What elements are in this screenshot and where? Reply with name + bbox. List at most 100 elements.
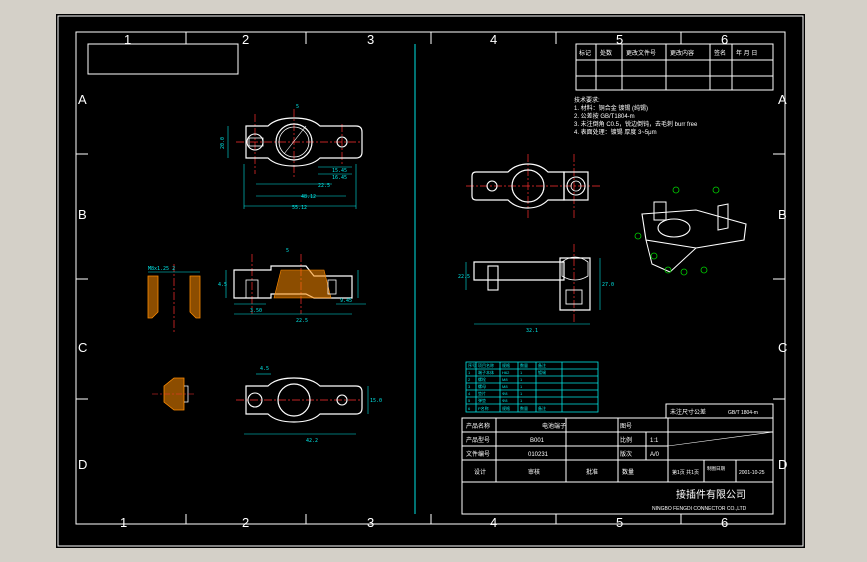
front-view[interactable]: 5 4.5 9.45 3.50 22.5 xyxy=(218,248,366,324)
row-label-d-left: D xyxy=(78,457,87,472)
row-label-c-right: C xyxy=(778,340,787,355)
product-code-value: B001 xyxy=(530,438,545,444)
date-value: 2001-10-25 xyxy=(739,470,765,476)
row-label-c-left: C xyxy=(78,340,87,355)
svg-text:数量: 数量 xyxy=(520,362,528,368)
top-view[interactable]: 20.0 5 15.45 16.45 22.5 48.12 55.12 xyxy=(220,104,363,211)
part-balloons xyxy=(634,186,720,276)
svg-text:备注: 备注 xyxy=(538,405,546,411)
svg-text:Φ8: Φ8 xyxy=(502,398,508,403)
svg-text:螺母: 螺母 xyxy=(478,383,486,389)
scale-label: 比例 xyxy=(620,436,632,444)
dim-top-4812: 48.12 xyxy=(301,194,316,200)
svg-text:Φ8: Φ8 xyxy=(502,391,508,396)
dim-top-20: 20.0 xyxy=(220,137,226,149)
drawing-no-label: 图号 xyxy=(620,423,632,430)
revision-header-date: 年 月 日 xyxy=(736,49,757,57)
dim-top-1545: 15.45 xyxy=(332,168,347,174)
dim-front-5: 5 xyxy=(286,248,289,254)
isometric-view[interactable] xyxy=(634,186,747,276)
svg-text:1: 1 xyxy=(520,370,523,375)
svg-text:项目名称: 项目名称 xyxy=(478,362,494,368)
dim-front-45: 4.5 xyxy=(218,282,227,288)
approve-label: 批准 xyxy=(586,468,598,476)
svg-text:1: 1 xyxy=(520,398,523,403)
svg-text:螺栓: 螺栓 xyxy=(478,376,486,382)
col-label-5-top: 5 xyxy=(616,32,623,47)
company-name-en: NINGBO FENGDI CONNECTOR CO.,LTD xyxy=(652,506,747,512)
dim-iso-321: 32.1 xyxy=(526,328,538,334)
svg-text:1: 1 xyxy=(468,370,471,375)
sheet-label: 第1页 共1页 xyxy=(672,469,699,476)
col-label-3-bottom: 3 xyxy=(367,515,374,530)
col-label-2-bottom: 2 xyxy=(242,515,249,530)
note-line-1: 1. 材料：铜合金 镀锡 (纯锡) xyxy=(574,104,648,112)
inner-border xyxy=(75,31,786,525)
col-label-4-bottom: 4 xyxy=(490,515,497,530)
product-name-label: 产品名称 xyxy=(466,422,490,430)
dim-front-945: 9.45 xyxy=(340,298,352,304)
drawing-svg: 1 2 3 4 5 6 1 2 3 4 5 6 A B C D A B C D … xyxy=(57,15,804,547)
svg-text:2: 2 xyxy=(468,377,471,382)
bottom-view[interactable]: 4.5 15.0 42.2 xyxy=(236,366,382,444)
product-name-value: 电池端子 xyxy=(542,422,566,430)
svg-text:P名称: P名称 xyxy=(478,405,489,411)
svg-text:数量: 数量 xyxy=(520,405,528,411)
material-table xyxy=(465,361,599,413)
dim-top-5512: 55.12 xyxy=(292,205,307,211)
cad-drawing-canvas[interactable]: 1 2 3 4 5 6 1 2 3 4 5 6 A B C D A B C D … xyxy=(56,14,805,548)
svg-text:H62: H62 xyxy=(502,370,510,375)
col-label-6-top: 6 xyxy=(721,32,728,47)
svg-text:规格: 规格 xyxy=(502,362,510,368)
doc-no-value: 010231 xyxy=(528,452,549,458)
scale-value: 1:1 xyxy=(650,438,659,444)
product-code-label: 产品型号 xyxy=(466,436,490,444)
dim-front-350: 3.50 xyxy=(250,308,262,314)
dim-top-5: 5 xyxy=(296,104,299,110)
assembly-top-view[interactable] xyxy=(466,154,601,219)
grid-ticks xyxy=(76,32,785,524)
col-label-6-bottom: 6 xyxy=(721,515,728,530)
svg-text:垫片: 垫片 xyxy=(478,390,486,396)
row-label-b-left: B xyxy=(78,207,87,222)
note-line-2: 2. 公差按 GB/T1804-m xyxy=(574,112,635,120)
tolerance-value: GB/T 1804-m xyxy=(728,410,758,416)
svg-text:镀锡: 镀锡 xyxy=(538,369,546,375)
dim-bottom-15: 15.0 xyxy=(370,398,382,404)
col-label-3-top: 3 xyxy=(367,32,374,47)
col-label-1-bottom: 1 xyxy=(120,515,127,530)
revision-header-mark: 标记 xyxy=(579,49,591,57)
design-label: 设计 xyxy=(474,468,486,476)
svg-text:端子本体: 端子本体 xyxy=(478,369,494,375)
dim-front-225: 22.5 xyxy=(296,318,308,324)
svg-text:序号: 序号 xyxy=(468,362,476,368)
row-label-b-right: B xyxy=(778,207,787,222)
svg-text:M8: M8 xyxy=(502,377,508,382)
row-label-d-right: D xyxy=(778,457,787,472)
drawn-label: 制图日期 xyxy=(707,465,725,472)
technical-notes: 技术要求: 1. 材料：铜合金 镀锡 (纯锡) 2. 公差按 GB/T1804-… xyxy=(574,96,698,136)
dim-top-225: 22.5 xyxy=(318,183,330,189)
dim-bottom-422: 42.2 xyxy=(306,438,318,444)
detail-section[interactable] xyxy=(152,377,196,411)
col-label-4-top: 4 xyxy=(490,32,497,47)
col-label-2-top: 2 xyxy=(242,32,249,47)
revision-header-content: 更改内容 xyxy=(670,49,694,57)
row-label-a-right: A xyxy=(778,92,787,107)
version-label: 版次 xyxy=(620,450,632,458)
svg-text:4: 4 xyxy=(468,391,471,396)
dim-bottom-45: 4.5 xyxy=(260,366,269,372)
side-section-view[interactable]: M8x1.25 2 xyxy=(147,264,201,334)
assembly-front-view[interactable]: 22.5 27.0 32.1 xyxy=(458,244,614,334)
svg-text:M8: M8 xyxy=(502,384,508,389)
svg-text:备注: 备注 xyxy=(538,362,546,368)
svg-text:1: 1 xyxy=(520,391,523,396)
version-value: A/0 xyxy=(650,452,660,458)
revision-table xyxy=(575,43,774,91)
company-name-cn: 接插件有限公司 xyxy=(676,488,746,501)
note-line-4: 4. 表面处理：镀锡 厚度 3~5μm xyxy=(574,128,657,136)
svg-text:6: 6 xyxy=(468,406,471,411)
outer-border xyxy=(57,15,804,547)
row-label-a-left: A xyxy=(78,92,87,107)
